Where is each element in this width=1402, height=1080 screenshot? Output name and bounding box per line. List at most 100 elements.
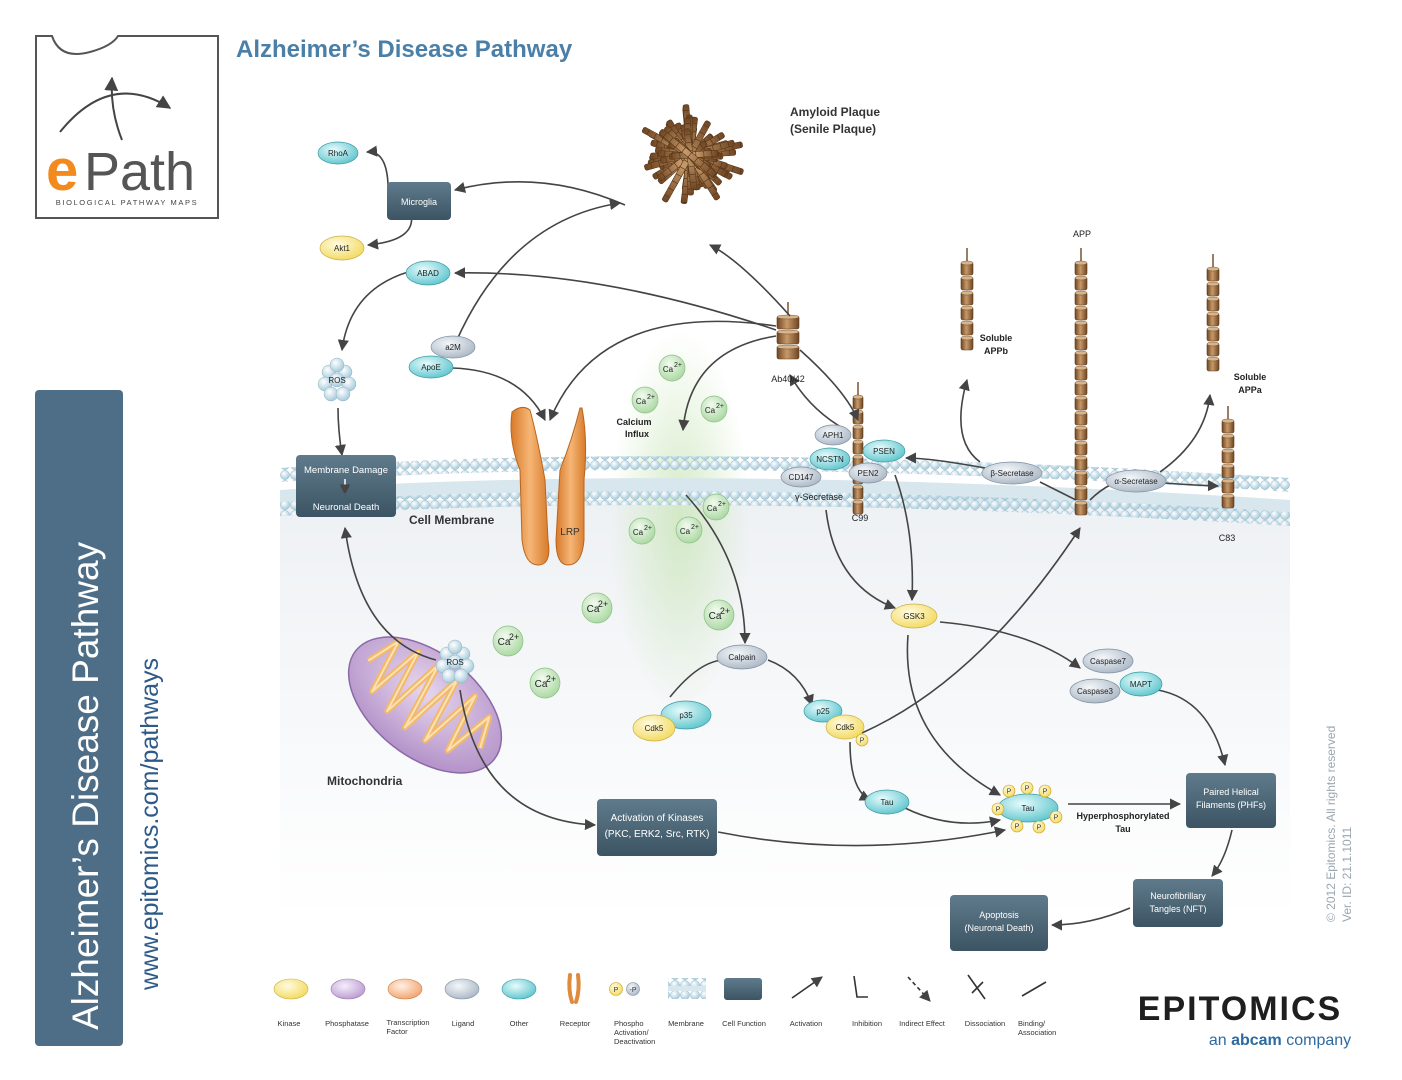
phospho-badges: P P P P P P P P [855,733,1063,834]
apoe-node[interactable]: ApoE [408,355,454,379]
p35-node[interactable]: p35 [660,700,712,730]
calcium-ion: Ca2+ [492,625,524,657]
beta-secretase-node[interactable]: β-Secretase [981,461,1043,485]
arrow-ab-to-calcium [678,335,777,432]
svg-text:2+: 2+ [691,524,699,531]
logo-e: e [46,138,78,203]
cd147-node[interactable]: CD147 [780,466,822,488]
phospho-tau-node-label: Tau [1022,804,1035,813]
pathway-nodes: RhoA Akt1 ABAD a2M ApoE APH1 NCSTN PSEN … [317,141,1167,823]
cdk5-node-2[interactable]: Cdk5 [825,714,865,740]
svg-text:P: P [1037,825,1042,832]
calcium-influx-label-2: Influx [625,429,649,439]
brand-tagline: an abcam company [1209,1032,1351,1049]
phospho-tau-node[interactable]: Tau [997,793,1059,823]
sidebar-url[interactable]: www.epitomics.com/pathways [136,658,164,991]
p25-node[interactable]: p25 [803,699,843,723]
soluble-appa-label-1: Soluble [1234,372,1267,382]
arrow-ab-to-abad [453,267,777,331]
membrane-damage-box[interactable]: Membrane Damage Neuronal Death [296,455,396,517]
app-fibrils [776,248,1235,516]
phf-label-1: Paired Helical [1203,787,1259,797]
pen2-node-label: PEN2 [858,469,879,478]
rhoa-node[interactable]: RhoA [317,141,359,165]
mapt-node-label: MAPT [1130,680,1152,689]
svg-text:2+: 2+ [647,394,655,401]
fibril-stack [776,302,800,360]
a2m-node[interactable]: a2M [430,335,476,359]
legend-phospho-label-2: Activation/ [614,1028,650,1037]
legend-receptor: Receptor [560,973,591,1028]
svg-text:P: P [860,738,865,745]
svg-text:P: P [1025,786,1030,793]
phospho-badge: P [855,733,869,747]
legend-binding: Binding/Association [1018,981,1056,1037]
svg-text:Ca: Ca [633,528,644,537]
apoe-node-label: ApoE [421,363,441,372]
legend-receptor-label: Receptor [560,1019,591,1028]
page-title: Alzheimer’s Disease Pathway [236,36,573,63]
nft-box[interactable]: Neurofibrillary Tangles (NFT) [1133,879,1223,927]
svg-text:Ca: Ca [705,406,716,415]
gsk3-node[interactable]: GSK3 [890,603,938,629]
caspase7-node[interactable]: Caspase7 [1082,648,1134,674]
akt1-node[interactable]: Akt1 [319,235,365,261]
abad-node[interactable]: ABAD [405,260,451,286]
svg-text:2+: 2+ [509,632,519,642]
svg-text:P: P [614,987,619,994]
microglia-box[interactable]: Microglia [387,182,451,220]
svg-text:P: P [1015,824,1020,831]
phf-label-2: Filaments (PHFs) [1196,800,1266,810]
legend-cell-function: Cell Function [722,978,766,1028]
svg-text:Ca: Ca [663,365,674,374]
p25-node-label: p25 [816,707,830,716]
gamma-secretase-label: γ-Secretase [795,492,843,502]
alpha-secretase-node-label: α-Secretase [1114,477,1158,486]
mapt-node[interactable]: MAPT [1119,671,1163,697]
svg-text:Ca: Ca [498,637,511,648]
arrow-psen-to-gsk3 [894,474,919,602]
abad-node-label: ABAD [417,269,439,278]
phospho-badge: P [1038,784,1052,798]
arrow-a2m-to-plaque [455,199,622,343]
arrow-phf-to-nft [1211,829,1233,877]
free-labels: APP Soluble APPb Soluble APPa Ab40/42 Ca… [616,229,1266,834]
arrow-gsk3-to-tau [906,634,1001,796]
ros-node-2[interactable]: ROS [435,639,475,684]
svg-text:Ca: Ca [636,397,647,406]
phf-box[interactable]: Paired Helical Filaments (PHFs) [1186,773,1276,828]
phospho-badge: P [1032,820,1046,834]
ros-label: ROS [446,658,463,667]
calpain-node[interactable]: Calpain [716,644,768,670]
function-boxes: Microglia Membrane Damage Neuronal Death… [296,182,1276,951]
tau-node[interactable]: Tau [864,789,910,815]
brand-name: EPITOMICS [1138,990,1342,1028]
arrow-ab-to-plaque [708,244,791,317]
arrow-ros-to-membrane-damage [340,526,437,661]
aph1-node[interactable]: APH1 [814,424,852,446]
beta-secretase-node-label: β-Secretase [990,469,1034,478]
alpha-secretase-node[interactable]: α-Secretase [1105,469,1167,493]
arrow-gsk3-to-caspase [939,621,1081,669]
arrow-microglia-to-rhoa [365,145,389,199]
arrow-mapt-to-phf [1157,689,1229,767]
pen2-node[interactable]: PEN2 [848,462,888,484]
legend-binding-label-2: Association [1018,1028,1056,1037]
caspase3-node[interactable]: Caspase3 [1069,678,1121,704]
cdk5-node-2-label: Cdk5 [836,723,855,732]
apoptosis-box[interactable]: Apoptosis (Neuronal Death) [950,895,1048,951]
version-text: Ver. ID: 21.1.1011 [1340,826,1354,922]
arrow-gamma-to-gsk3 [825,509,897,610]
activation-of-kinases-box[interactable]: Activation of Kinases (PKC, ERK2, Src, R… [597,799,717,856]
legend-dissociation-label: Dissociation [965,1019,1005,1028]
legend-inhibition: Inhibition [852,975,882,1028]
hyperphosphorylated-tau-label: Tau [1115,824,1130,834]
ros-node-1[interactable]: ROS [317,357,357,402]
legend-kinase-label: Kinase [278,1019,301,1028]
ncstn-node[interactable]: NCSTN [809,447,851,471]
cdk5-node-1[interactable]: Cdk5 [632,714,676,742]
psen-node[interactable]: PSEN [862,439,906,463]
